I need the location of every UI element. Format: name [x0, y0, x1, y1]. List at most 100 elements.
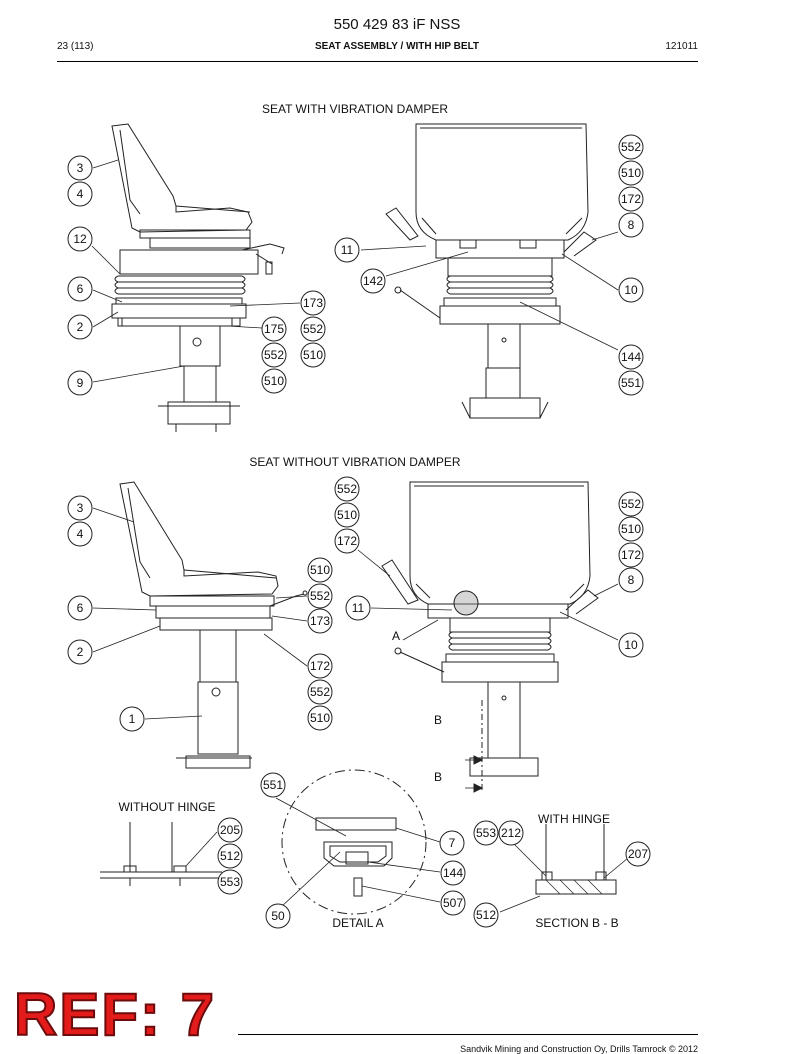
callout-bubble: 510	[261, 368, 287, 394]
callout-number: 4	[77, 527, 84, 541]
callout-number: 175	[264, 322, 284, 336]
callout-bubble: 172	[618, 186, 644, 212]
callout-number: 510	[621, 522, 641, 536]
callout-bubble: 11	[334, 237, 360, 263]
callout-bubble: 11	[345, 595, 371, 621]
callout-bubble: 510	[618, 160, 644, 186]
callout-number: 10	[624, 638, 638, 652]
callout-bubble: 552	[300, 316, 326, 342]
callout-bubble: 2	[67, 639, 93, 665]
callout-bubble: 552	[261, 342, 287, 368]
view-marker-b-lower: B	[434, 770, 442, 784]
footer-copyright: Sandvik Mining and Construction Oy, Dril…	[460, 1044, 698, 1054]
callout-number: 552	[310, 685, 330, 699]
page-number: 23 (113)	[57, 41, 94, 52]
callout-number: 552	[264, 348, 284, 362]
callout-bubble: 144	[618, 344, 644, 370]
callout-bubble: 12	[67, 226, 93, 252]
callout-number: 510	[310, 563, 330, 577]
callout-bubble: 2	[67, 314, 93, 340]
callout-number: 552	[303, 322, 323, 336]
callout-number: 205	[220, 823, 240, 837]
callout-number: 553	[220, 875, 240, 889]
callout-number: 10	[624, 283, 638, 297]
callout-bubble: 510	[618, 516, 644, 542]
callout-bubble: 512	[473, 902, 499, 928]
callout-bubble: 172	[618, 542, 644, 568]
callout-bubble: 553	[473, 820, 499, 846]
callout-bubble: 510	[300, 342, 326, 368]
view-marker-b-upper: B	[434, 713, 442, 727]
callout-bubble: 552	[307, 679, 333, 705]
callout-bubble: 507	[440, 890, 466, 916]
callout-bubble: 3	[67, 155, 93, 181]
callout-number: 144	[443, 866, 463, 880]
section-subtitle: SEAT ASSEMBLY / WITH HIP BELT	[314, 41, 480, 52]
callout-number: 552	[621, 497, 641, 511]
callout-bubble: 552	[334, 476, 360, 502]
callout-number: 510	[303, 348, 323, 362]
callout-bubble: 510	[334, 502, 360, 528]
section-title-with-damper: SEAT WITH VIBRATION DAMPER	[262, 102, 448, 116]
callout-number: 553	[476, 826, 496, 840]
callout-bubble: 552	[618, 134, 644, 160]
callout-bubble: 512	[217, 843, 243, 869]
ref-stamp: REF: 7	[13, 981, 217, 1048]
document-title: 550 429 83 iF NSS	[333, 16, 461, 33]
callout-bubble: 212	[498, 820, 524, 846]
callout-bubble: 173	[307, 608, 333, 634]
callout-bubble: 553	[217, 869, 243, 895]
callout-bubble: 510	[307, 705, 333, 731]
callout-bubble: 172	[307, 653, 333, 679]
callout-number: 551	[621, 376, 641, 390]
callout-bubble: 8	[618, 212, 644, 238]
callout-number: 142	[363, 274, 383, 288]
callout-number: 172	[621, 548, 641, 562]
callout-number: 8	[628, 573, 635, 587]
seat-side-view-no-damper	[119, 481, 308, 769]
label-with-hinge: WITH HINGE	[538, 812, 610, 826]
callout-number: 510	[310, 711, 330, 725]
callout-bubble: 10	[618, 632, 644, 658]
callout-number: 510	[264, 374, 284, 388]
callout-bubble: 510	[307, 557, 333, 583]
callout-bubble: 1	[119, 706, 145, 732]
callout-bubble: 8	[618, 567, 644, 593]
callout-number: 172	[337, 534, 357, 548]
callout-number: 552	[337, 482, 357, 496]
callout-number: 6	[77, 282, 84, 296]
callout-number: 12	[73, 232, 87, 246]
seat-rear-view-damper	[385, 123, 597, 419]
callout-number: 8	[628, 218, 635, 232]
callout-bubble: 551	[618, 370, 644, 396]
callout-bubble: 6	[67, 276, 93, 302]
callout-number: 552	[621, 140, 641, 154]
callout-number: 144	[621, 350, 641, 364]
callout-bubble: 6	[67, 595, 93, 621]
detail-a-view	[281, 769, 427, 915]
callout-number: 3	[77, 161, 84, 175]
callout-number: 173	[303, 296, 323, 310]
callout-number: 512	[476, 908, 496, 922]
callout-bubble: 142	[360, 268, 386, 294]
callout-bubble: 9	[67, 370, 93, 396]
callout-number: 512	[220, 849, 240, 863]
header-rule	[57, 61, 698, 62]
callout-bubble: 10	[618, 277, 644, 303]
footer-rule	[238, 1034, 698, 1035]
callout-number: 2	[77, 645, 84, 659]
seat-side-view-damper	[111, 123, 285, 432]
without-hinge-view	[100, 822, 222, 886]
callout-bubble: 175	[261, 316, 287, 342]
section-bb-view	[535, 824, 617, 895]
callout-bubble: 207	[625, 841, 651, 867]
callout-number: 207	[628, 847, 648, 861]
callout-bubble: 144	[440, 860, 466, 886]
section-title-without-damper: SEAT WITHOUT VIBRATION DAMPER	[249, 455, 460, 469]
callout-number: 172	[621, 192, 641, 206]
callout-number: 510	[337, 508, 357, 522]
callout-number: 2	[77, 320, 84, 334]
view-marker-a: A	[392, 629, 400, 643]
callout-number: 552	[310, 589, 330, 603]
